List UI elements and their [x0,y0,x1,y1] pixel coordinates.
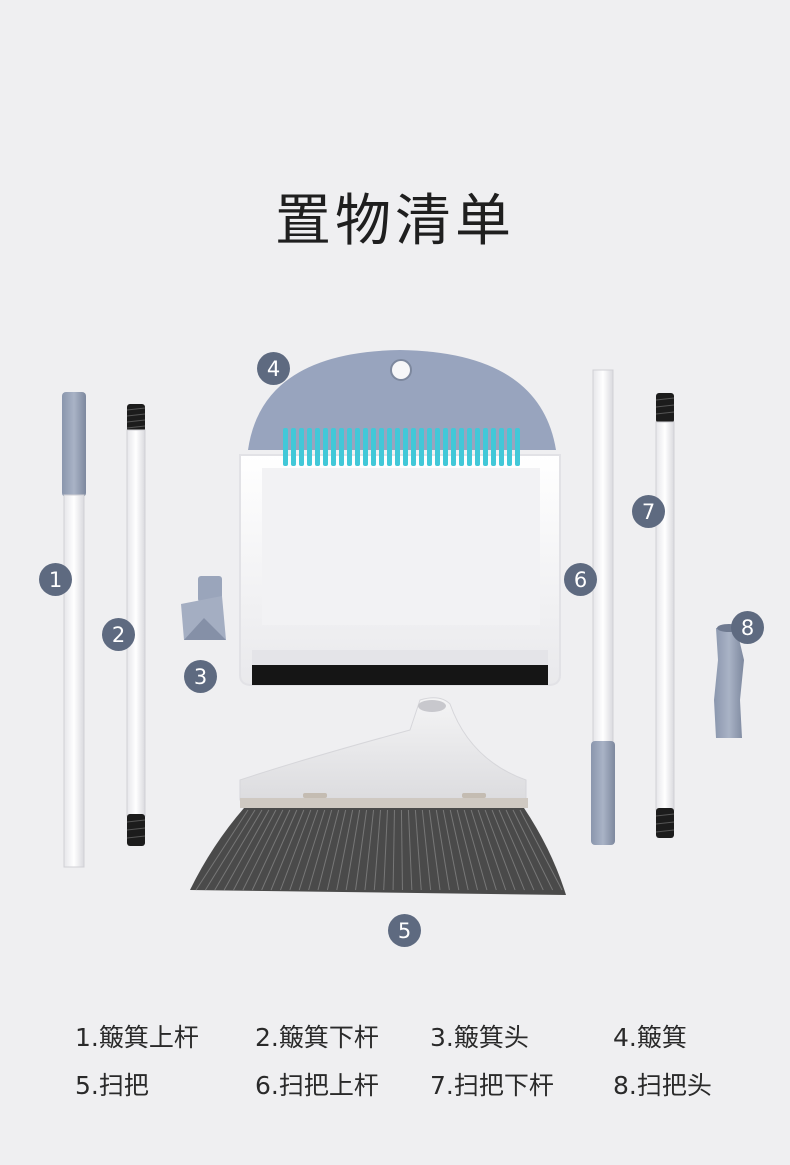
legend-item-7: 7.扫把下杆 [430,1071,554,1100]
comb-tooth [379,428,384,466]
bristle-strand [289,809,319,891]
broom-head [190,697,566,895]
bristle-strand [364,809,375,891]
bristle-strand [449,809,469,891]
bristle-strand [204,809,256,891]
comb-tooth [371,428,376,466]
dustpan [239,350,561,686]
comb-tooth [315,428,320,466]
badge-5: 5 [388,914,421,947]
comb-tooth [403,428,408,466]
comb-tooth [363,428,368,466]
bristle-strand [484,809,516,891]
broom-lower-pole [655,393,675,838]
comb-tooth [467,428,472,466]
bristle-strand [242,809,284,891]
comb-tooth [459,428,464,466]
comb-tooth [307,428,312,466]
legend-item-1: 1.簸箕上杆 [75,1023,199,1052]
bristle-strand [383,809,388,891]
comb-tooth [395,428,400,466]
comb-tooth [427,428,432,466]
legend-item-6: 6.扫把上杆 [255,1071,379,1100]
bristle-strand [498,809,535,891]
comb-tooth [507,428,512,466]
comb-tooth [475,428,480,466]
dustpan-upper-pole [62,392,86,868]
bristle-strand [308,809,333,891]
bristle-strand [456,809,479,891]
bristle-strand [223,809,270,891]
bristle-strand [317,809,340,891]
bristle-strand [298,809,326,891]
legend-item-4: 4.簸箕 [613,1023,687,1052]
bristle-strand [355,809,368,891]
bristle-strand [477,809,507,891]
bristle-strand [195,809,249,891]
bristle-strand [442,809,460,891]
badge-7: 7 [632,495,665,528]
bristle-strand [279,809,312,891]
badge-2: 2 [102,618,135,651]
bristle-strand [233,809,277,891]
comb-tooth [339,428,344,466]
bristle-strand [392,809,395,891]
dustpan-connector [181,576,226,640]
badge-3: 3 [184,660,217,693]
bristle-strand [261,809,298,891]
comb-tooth [299,428,304,466]
comb-tooth [347,428,352,466]
bristle-strand [505,809,544,891]
bristle-strand [421,809,432,891]
comb-tooth [515,428,520,466]
bristle-strand [345,809,361,891]
bristle-strand [435,809,450,891]
badge-6: 6 [564,563,597,596]
bristle-strand [407,809,413,891]
bristle-strand [270,809,305,891]
legend-item-8: 8.扫把头 [613,1071,712,1100]
bristle-strand [491,809,525,891]
legend-item-3: 3.簸箕头 [430,1023,529,1052]
bristle-strand [400,809,403,891]
broom-upper-pole [591,369,615,845]
comb-tooth [323,428,328,466]
comb-tooth [499,428,504,466]
comb-tooth [491,428,496,466]
legend-item-2: 2.簸箕下杆 [255,1023,379,1052]
comb-tooth [331,428,336,466]
comb-tooth [419,428,424,466]
comb-tooth [387,428,392,466]
comb-tooth [443,428,448,466]
bristle-strand [512,809,554,891]
dustpan-lower-pole [126,404,146,846]
bristle-strand [470,809,497,891]
bristle-strand [428,809,441,891]
comb-tooth [435,428,440,466]
comb-tooth [283,428,288,466]
bristle-strand [414,809,422,891]
bristle-strand [373,809,382,891]
bristle-strand [326,809,347,891]
comb-tooth [411,428,416,466]
badge-1: 1 [39,563,72,596]
bristle-strand [214,809,263,891]
comb-tooth [451,428,456,466]
comb-tooth [355,428,360,466]
bristle-strand [463,809,488,891]
legend-item-5: 5.扫把 [75,1071,149,1100]
bristle-strand [519,809,563,891]
comb-tooth [483,428,488,466]
page-title: 置物清单 [275,189,515,254]
comb-tooth [291,428,296,466]
badge-8: 8 [731,611,764,644]
bristle-strand [251,809,291,891]
badge-4: 4 [257,352,290,385]
bristle-strand [336,809,354,891]
